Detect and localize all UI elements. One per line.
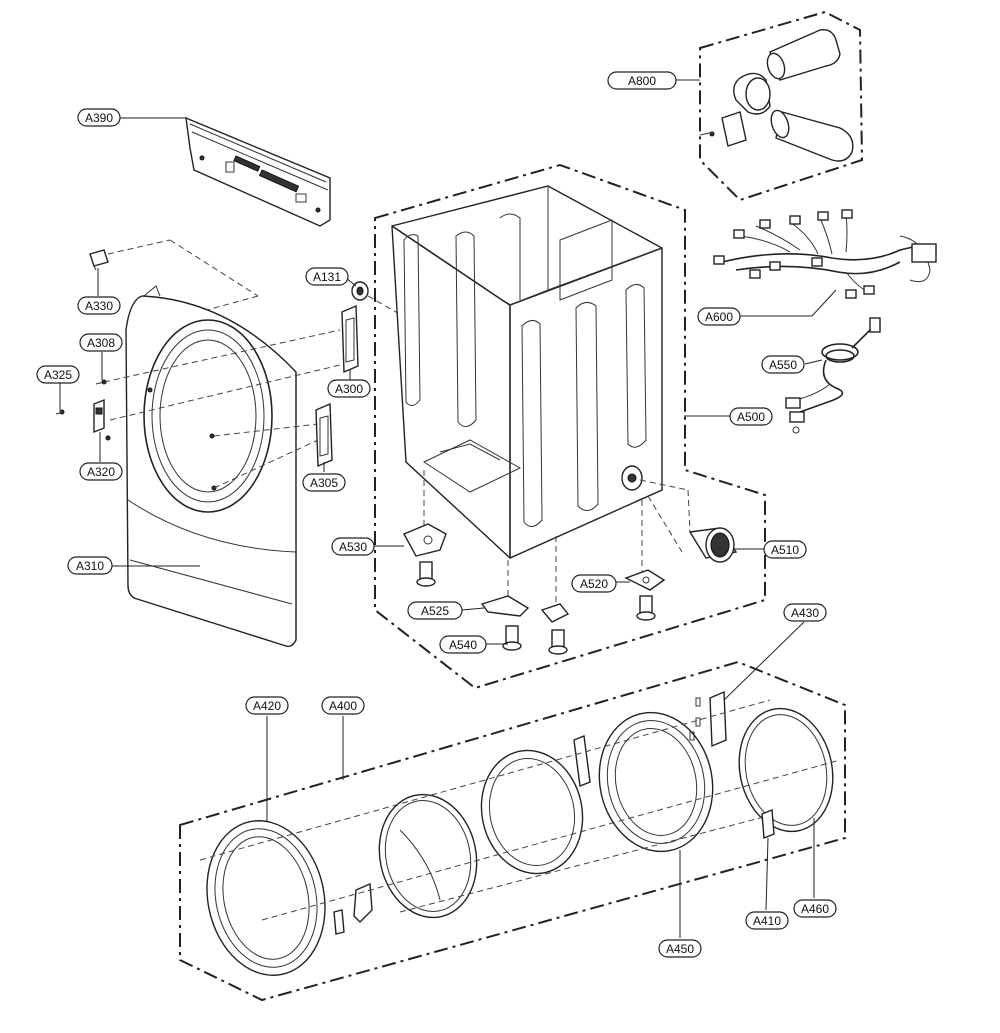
label-a430: A430 xyxy=(783,603,827,622)
screw-part xyxy=(55,379,111,441)
a800-duct-part xyxy=(699,29,854,162)
a450-door-frame-part xyxy=(598,711,714,853)
a410-switch-part xyxy=(761,808,775,840)
label-a390: A390 xyxy=(77,108,121,127)
label-a520: A520 xyxy=(571,574,617,593)
svg-text:A320: A320 xyxy=(87,465,115,479)
label-a510: A510 xyxy=(763,540,807,559)
label-a600: A600 xyxy=(697,307,741,326)
a520-bracket-part xyxy=(624,569,666,591)
a510-duct-ring-part xyxy=(688,527,738,563)
svg-text:A305: A305 xyxy=(310,476,338,490)
svg-text:A460: A460 xyxy=(801,902,829,916)
a540-foot-part xyxy=(502,625,522,651)
a800-group-boundary xyxy=(699,10,864,202)
door-glass-part xyxy=(378,793,478,919)
svg-text:A325: A325 xyxy=(44,368,72,382)
a540-foot-part xyxy=(416,561,436,587)
label-a325: A325 xyxy=(36,365,80,384)
svg-text:A500: A500 xyxy=(737,410,765,424)
label-a800: A800 xyxy=(607,71,677,90)
a500-cabinet-part xyxy=(391,185,663,559)
svg-text:A450: A450 xyxy=(666,942,694,956)
a430-latch-part xyxy=(689,690,727,748)
label-a330: A330 xyxy=(77,296,121,315)
a300-bracket-part xyxy=(341,304,359,374)
label-a320: A320 xyxy=(79,462,123,481)
svg-text:A550: A550 xyxy=(769,358,797,372)
svg-text:A540: A540 xyxy=(449,638,477,652)
svg-text:A330: A330 xyxy=(85,299,113,313)
a310-front-panel-part xyxy=(125,285,297,648)
a530-bracket-part xyxy=(403,523,447,557)
a550-power-cord-part xyxy=(785,317,881,434)
label-a420: A420 xyxy=(245,696,289,715)
a305-bracket-part xyxy=(315,402,333,468)
svg-text:A525: A525 xyxy=(421,604,449,618)
svg-text:A310: A310 xyxy=(76,559,104,573)
svg-text:A430: A430 xyxy=(791,606,819,620)
a420-door-part xyxy=(206,820,326,976)
label-a310: A310 xyxy=(67,556,113,575)
cabinet-group-boundary xyxy=(374,163,766,690)
door-hinge-part xyxy=(333,735,591,935)
a131-grommet-part xyxy=(351,281,369,301)
svg-text:A600: A600 xyxy=(705,310,733,324)
label-a300: A300 xyxy=(327,379,371,398)
svg-text:A131: A131 xyxy=(313,270,341,284)
door-bowl-part xyxy=(480,749,584,875)
label-a530: A530 xyxy=(331,537,375,556)
svg-text:A800: A800 xyxy=(628,74,656,88)
svg-text:A410: A410 xyxy=(753,914,781,928)
leader-lines xyxy=(59,79,837,938)
svg-text:A400: A400 xyxy=(329,699,357,713)
svg-text:A420: A420 xyxy=(253,699,281,713)
label-a550: A550 xyxy=(761,355,805,374)
door-group-boundary xyxy=(179,660,846,1002)
a460-gasket-part xyxy=(738,707,834,833)
a320-hinge-part xyxy=(93,398,105,434)
label-a410: A410 xyxy=(745,911,789,930)
svg-text:A520: A520 xyxy=(580,577,608,591)
label-a131: A131 xyxy=(305,267,349,286)
svg-text:A390: A390 xyxy=(85,111,113,125)
svg-text:A510: A510 xyxy=(771,543,799,557)
label-a460: A460 xyxy=(793,899,837,918)
label-a308: A308 xyxy=(79,333,123,352)
svg-text:A530: A530 xyxy=(339,540,367,554)
svg-text:A300: A300 xyxy=(335,382,363,396)
a600-wire-harness-part xyxy=(713,209,937,299)
label-a400: A400 xyxy=(321,696,365,715)
label-a500: A500 xyxy=(729,407,773,426)
label-a525: A525 xyxy=(407,601,463,620)
label-a540: A540 xyxy=(439,635,487,654)
a525-bracket-part xyxy=(480,595,530,617)
label-a450: A450 xyxy=(658,939,702,958)
label-a305: A305 xyxy=(302,473,346,492)
a540-foot-part xyxy=(540,603,570,655)
svg-text:A308: A308 xyxy=(87,336,115,350)
a540-foot-part xyxy=(636,595,656,621)
a330-clip-part xyxy=(89,249,109,271)
a390-bracket-part xyxy=(185,116,331,227)
